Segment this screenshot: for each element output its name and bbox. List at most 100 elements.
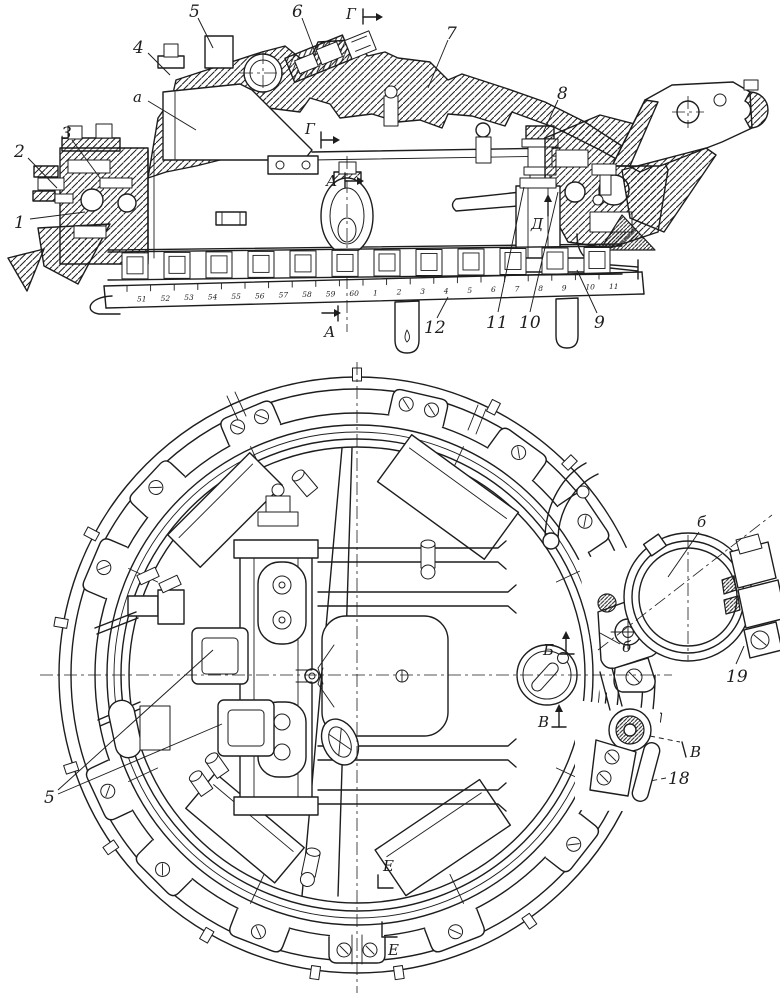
callout-8: 8 xyxy=(557,84,568,104)
svg-text:Е: Е xyxy=(382,857,394,875)
rim-tick xyxy=(485,398,501,416)
scale-tick-label: 51 xyxy=(137,294,147,303)
section-mark-E-bottom: Е xyxy=(381,921,399,959)
guide-rails xyxy=(317,540,517,812)
rim-notch xyxy=(486,425,549,483)
section-mark-E-top: Е xyxy=(377,857,394,889)
hanger-lug xyxy=(394,300,420,354)
rim-tick xyxy=(561,454,578,471)
rim-notch xyxy=(83,759,135,822)
callout-18: 18 xyxy=(668,769,690,789)
square-frames-5 xyxy=(191,627,275,757)
scale-tick-label: 52 xyxy=(161,294,171,303)
svg-text:Г: Г xyxy=(345,5,357,23)
pointer-index xyxy=(404,329,410,343)
sight-ring xyxy=(623,532,780,662)
rim-seams xyxy=(226,391,487,435)
rim-notch xyxy=(219,398,282,449)
scale-tick-label: 8 xyxy=(538,284,543,293)
bearing-ball xyxy=(80,188,104,212)
callout-9: 9 xyxy=(594,313,605,333)
scale-tick-label: 4 xyxy=(443,286,449,295)
label-b-ring: б xyxy=(697,513,707,531)
scale-tick-label: 58 xyxy=(302,290,312,299)
callout-5-plan: 5 xyxy=(44,788,55,808)
plan-view: 5 б 19 Б б В В 18 Е xyxy=(40,362,780,993)
section-mark-B: Б xyxy=(542,631,575,659)
rim-tick xyxy=(102,839,120,856)
bolt xyxy=(383,85,492,164)
rim-tick xyxy=(199,926,215,944)
rim-notch xyxy=(80,537,131,600)
callout-19: 19 xyxy=(726,667,748,687)
bolt-head xyxy=(157,55,185,69)
section-mark-G-mid: Г xyxy=(304,120,340,149)
svg-text:Б: Б xyxy=(542,641,554,659)
rim-notch xyxy=(228,906,290,955)
plan-view-annotations: 5 б 19 Б б В В 18 Е xyxy=(44,513,748,959)
section-mark-D: Д xyxy=(530,194,552,233)
svg-text:Е: Е xyxy=(387,941,399,959)
bearing-ball xyxy=(117,193,137,213)
section-mark-A-top: А xyxy=(325,172,364,190)
scale-tick-label: 54 xyxy=(208,293,218,302)
rim-hook xyxy=(89,295,121,315)
left-margin-wedge xyxy=(7,248,45,292)
svg-text:В: В xyxy=(689,743,701,761)
traverse-lock xyxy=(575,667,661,812)
central-cradle xyxy=(233,483,319,816)
callout-11: 11 xyxy=(486,313,508,333)
section-view-annotations: 1 2 3 4 5 а 6 7 8 9 10 11 12 Г Г xyxy=(13,2,605,341)
svg-text:А: А xyxy=(323,323,335,341)
interior-panels xyxy=(167,434,520,897)
scale-tick-label: 7 xyxy=(515,285,520,294)
rim-notch xyxy=(133,838,194,899)
rim-notch xyxy=(387,387,449,430)
svg-text:А: А xyxy=(325,172,337,190)
hook-lever xyxy=(542,462,599,550)
callout-2: 2 xyxy=(13,142,25,162)
centerlines xyxy=(40,362,773,993)
rim-notch xyxy=(127,458,187,519)
rim-tick xyxy=(53,616,69,629)
callout-7: 7 xyxy=(446,24,457,44)
left-bearing-housing xyxy=(32,123,155,265)
callout-10: 10 xyxy=(519,313,541,333)
rim-tick xyxy=(392,965,405,981)
inclined-unit xyxy=(284,30,377,84)
scale-tick-label: 9 xyxy=(562,283,567,292)
section-mark-A-bottom: А xyxy=(321,305,341,341)
callout-6: 6 xyxy=(292,2,303,22)
rim-notch xyxy=(555,491,612,554)
svg-text:Д: Д xyxy=(530,215,544,233)
label-a-part: а xyxy=(133,88,142,106)
scale-tick-label: 53 xyxy=(184,293,194,302)
rack-tooth xyxy=(247,250,275,278)
rim-notch xyxy=(424,906,486,955)
scale-tick-label: 55 xyxy=(231,292,241,301)
section-mark-V-left: В xyxy=(537,704,567,731)
handle-18 xyxy=(631,742,661,802)
callout-5: 5 xyxy=(189,2,200,22)
rim-tick xyxy=(83,526,101,542)
hanger-lug xyxy=(555,297,579,349)
rim-tick xyxy=(63,761,80,775)
scale-tick-label: 6 xyxy=(491,285,496,294)
scale-tick-label: 11 xyxy=(609,282,619,291)
bearing-ball xyxy=(564,181,586,203)
central-box xyxy=(295,615,449,737)
scale-tick-label: 5 xyxy=(467,286,472,295)
right-mount xyxy=(591,79,769,233)
rim-tick xyxy=(521,912,538,930)
rim-notch xyxy=(543,812,602,875)
svg-text:В: В xyxy=(537,713,549,731)
scale-tick-label: 1 xyxy=(373,288,378,297)
scale-tick-label: 57 xyxy=(279,291,289,300)
scale-tick-label: 60 xyxy=(349,289,359,298)
scale-tick-label: 59 xyxy=(326,290,336,299)
callout-3: 3 xyxy=(61,124,72,144)
callout-12: 12 xyxy=(424,318,446,338)
rim-tick xyxy=(309,965,322,981)
